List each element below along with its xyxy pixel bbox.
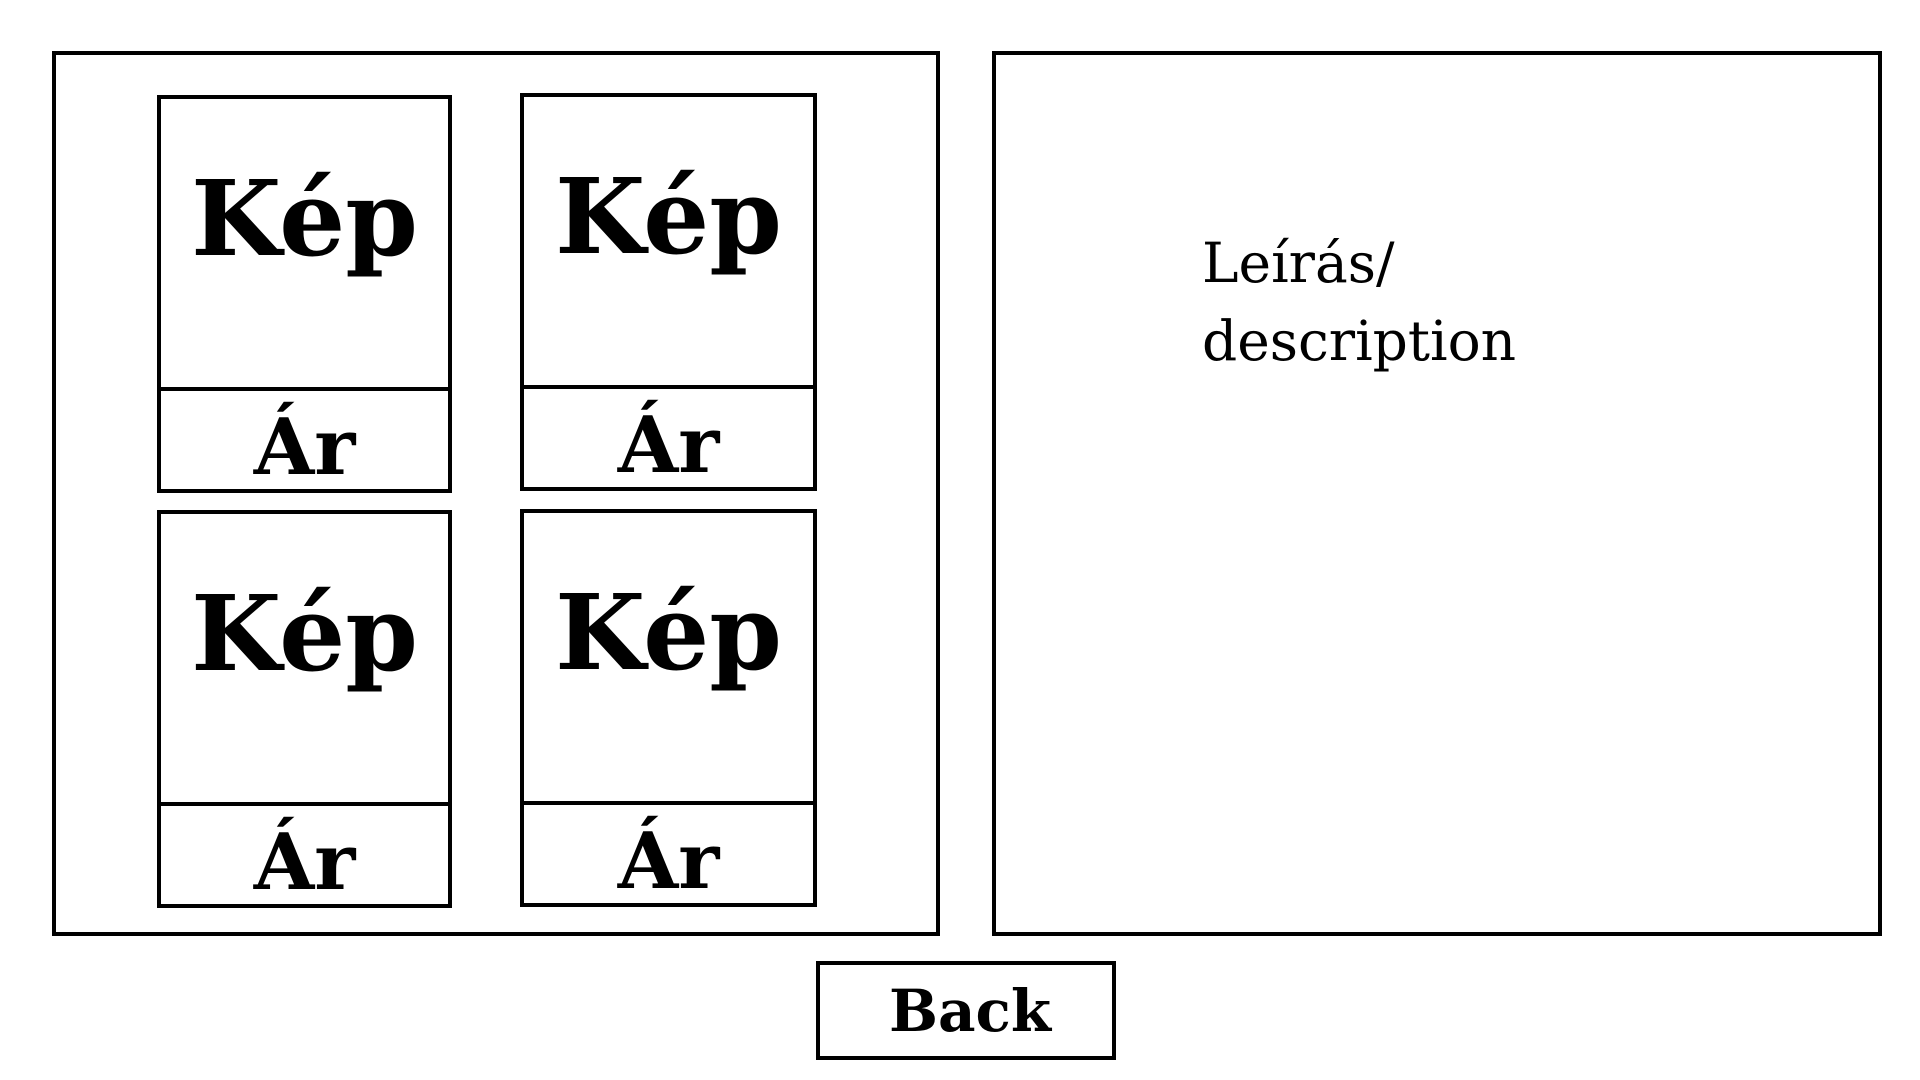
product-image[interactable]: Kép — [524, 97, 813, 389]
product-card[interactable]: Kép Ár — [520, 509, 817, 907]
product-card[interactable]: Kép Ár — [157, 510, 452, 908]
product-image[interactable]: Kép — [524, 513, 813, 805]
product-image[interactable]: Kép — [161, 514, 448, 806]
product-price: Ár — [617, 816, 720, 907]
back-button[interactable]: Back — [816, 961, 1116, 1060]
product-card[interactable]: Kép Ár — [157, 95, 452, 493]
product-price: Ár — [617, 400, 720, 491]
description-panel — [992, 51, 1882, 936]
product-price: Ár — [253, 402, 356, 493]
product-image[interactable]: Kép — [161, 99, 448, 391]
product-card[interactable]: Kép Ár — [520, 93, 817, 491]
description-text: Leírás/ description — [1202, 231, 1517, 373]
product-price: Ár — [253, 817, 356, 908]
